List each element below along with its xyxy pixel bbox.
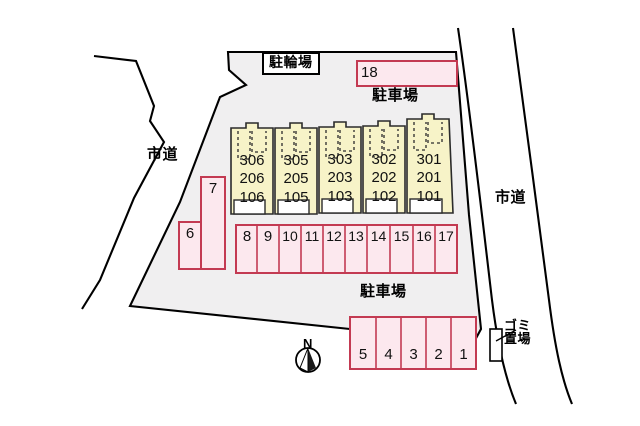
stall-label-8: 8 [242,228,252,245]
room-206: 206 [239,170,265,188]
room-205: 205 [283,170,309,188]
stall-label-16: 16 [416,228,432,244]
room-202: 202 [371,169,397,187]
stall-label-13: 13 [348,228,364,244]
room-101: 101 [416,187,442,205]
unit-rooms-3: 303 203 103 [319,151,361,206]
right-road-edge-inner [456,27,517,405]
building-body [230,113,454,215]
stall-label-1: 1 [459,346,468,363]
stall-label-3: 3 [409,346,418,363]
room-106: 106 [239,188,265,206]
unit-rooms-4: 302 202 102 [363,151,405,206]
parking-stall-18[interactable] [356,60,458,87]
stall-label-4: 4 [384,346,393,363]
unit-entrances [233,198,443,215]
unit-interior-dashes [237,122,443,160]
stall-label-14: 14 [370,228,387,244]
room-201: 201 [416,169,442,187]
compass-rose [295,347,321,373]
left-road-edge [81,54,166,310]
stall-label-11: 11 [304,228,320,244]
unit-rooms-5: 301 201 101 [408,151,450,206]
stall-label-2: 2 [434,346,443,363]
unit-rooms-1: 306 206 106 [231,152,273,207]
stall-label-17: 17 [438,228,454,244]
parking-row-bottom [349,316,477,370]
stall-label-18: 18 [361,64,378,81]
stall-label-5: 5 [358,346,368,363]
room-303: 303 [327,151,353,168]
room-301: 301 [416,151,442,168]
stall-label-7: 7 [208,180,218,197]
room-203: 203 [327,169,353,187]
room-105: 105 [283,188,309,206]
right-road-edge-outer [511,27,573,405]
unit-rooms-2: 305 205 105 [275,152,317,207]
stall-label-6: 6 [185,225,195,242]
room-306: 306 [239,152,265,169]
parking-row-middle [235,224,458,274]
parking-stall-7[interactable] [200,176,226,270]
parking-stall-6[interactable] [178,221,202,270]
room-102: 102 [371,187,397,205]
garbage-leader-line [495,329,517,342]
stall-label-10: 10 [282,228,298,244]
stall-label-12: 12 [326,228,342,244]
room-103: 103 [327,187,353,205]
stall-label-15: 15 [393,228,410,244]
stall-label-9: 9 [263,228,273,245]
room-305: 305 [283,152,309,169]
garbage-area-box[interactable] [489,328,503,362]
room-302: 302 [371,151,397,168]
